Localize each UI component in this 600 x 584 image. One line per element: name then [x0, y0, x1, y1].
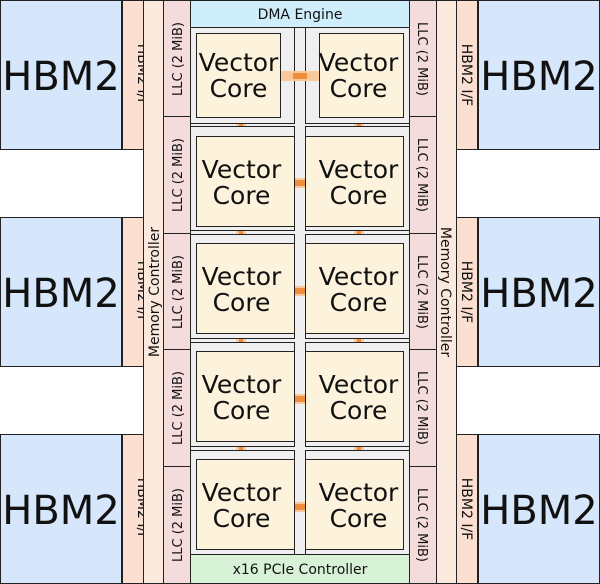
vector-core-label-line1: Vector — [202, 370, 282, 399]
vector-core: Vector Core — [319, 33, 404, 118]
vector-core-label-line1: Vector — [319, 262, 399, 291]
llc-left-2: LLC (2 MiB) — [163, 116, 191, 234]
llc-label: LLC (2 MiB) — [414, 138, 429, 212]
llc-left-3: LLC (2 MiB) — [163, 233, 191, 350]
hbm2-stack-right-2: HBM2 — [478, 217, 600, 367]
vector-core: Vector Core — [196, 351, 295, 442]
memory-controller-label: Memory Controller — [437, 227, 453, 357]
vector-core: Vector Core — [305, 459, 404, 550]
vector-core: Vector Core — [196, 459, 295, 550]
dma-engine-label: DMA Engine — [258, 7, 343, 23]
vector-core: Vector Core — [196, 136, 295, 227]
vector-core-label-line2: Core — [330, 74, 388, 103]
llc-right-1: LLC (2 MiB) — [409, 0, 437, 117]
hbm2-label: HBM2 — [480, 488, 597, 534]
llc-right-4: LLC (2 MiB) — [409, 349, 437, 467]
vector-core-label-line1: Vector — [202, 155, 282, 184]
llc-label: LLC (2 MiB) — [171, 488, 186, 562]
core-link-horizontal-center — [293, 288, 307, 294]
llc-label: LLC (2 MiB) — [414, 371, 429, 445]
memory-controller-label: Memory Controller — [147, 227, 163, 357]
dma-engine: DMA Engine — [190, 0, 410, 28]
core-row-3: Vector Core Vector Core — [190, 234, 410, 339]
llc-label: LLC (2 MiB) — [171, 138, 186, 212]
core-row-5: Vector Core Vector Core — [190, 450, 410, 555]
llc-label: LLC (2 MiB) — [414, 255, 429, 329]
vector-core-label-line1: Vector — [199, 48, 279, 77]
llc-label: LLC (2 MiB) — [171, 371, 186, 445]
core-row-2: Vector Core Vector Core — [190, 126, 410, 231]
vector-core-label-line2: Core — [210, 74, 268, 103]
core-row-1: Vector Core Vector Core — [190, 27, 410, 124]
hbm2-label: HBM2 — [480, 54, 597, 100]
vector-core: Vector Core — [305, 351, 404, 442]
llc-left-1: LLC (2 MiB) — [163, 0, 191, 117]
core-link-horizontal-center — [293, 180, 307, 186]
hbm2-interface-right-3: HBM2 I/F — [456, 434, 478, 584]
vector-core: Vector Core — [196, 243, 295, 334]
llc-right-5: LLC (2 MiB) — [409, 466, 437, 584]
core-link-horizontal-center — [293, 73, 307, 79]
hbm2-stack-left-3: HBM2 — [0, 434, 122, 584]
hbm2-stack-right-1: HBM2 — [478, 0, 600, 150]
llc-label: LLC (2 MiB) — [171, 22, 186, 96]
vector-core: Vector Core — [305, 136, 404, 227]
llc-label: LLC (2 MiB) — [414, 488, 429, 562]
hbm2-label: HBM2 — [480, 271, 597, 317]
hbm2-interface-right-2: HBM2 I/F — [456, 217, 478, 367]
llc-left-4: LLC (2 MiB) — [163, 349, 191, 467]
core-link-horizontal-center — [293, 504, 307, 510]
vector-core-label-line2: Core — [213, 504, 271, 533]
vector-core-label-line1: Vector — [202, 262, 282, 291]
vector-core-label-line2: Core — [213, 288, 271, 317]
hbm2-interface-right-1: HBM2 I/F — [456, 0, 478, 150]
hbm2-stack-left-2: HBM2 — [0, 217, 122, 367]
hbm2-stack-right-3: HBM2 — [478, 434, 600, 584]
vector-core-label-line2: Core — [213, 396, 271, 425]
vector-core-label-line1: Vector — [319, 155, 399, 184]
llc-right-3: LLC (2 MiB) — [409, 233, 437, 350]
llc-left-5: LLC (2 MiB) — [163, 466, 191, 584]
hbm2-stack-left-1: HBM2 — [0, 0, 122, 150]
vector-core-label-line1: Vector — [319, 478, 399, 507]
vector-core-label-line1: Vector — [319, 48, 399, 77]
hbm2-label: HBM2 — [2, 54, 119, 100]
vector-core-label-line2: Core — [213, 181, 271, 210]
vector-core-label-line2: Core — [330, 181, 388, 210]
vector-core-label-line2: Core — [330, 504, 388, 533]
hbm2-label: HBM2 — [2, 271, 119, 317]
core-row-4: Vector Core Vector Core — [190, 342, 410, 447]
vector-core: Vector Core — [305, 243, 404, 334]
vector-core-label-line1: Vector — [319, 370, 399, 399]
llc-label: LLC (2 MiB) — [414, 22, 429, 96]
hbm2-if-label: HBM2 I/F — [458, 261, 474, 323]
vector-core-grid: Vector Core Vector Core Vector Core Vect… — [190, 27, 410, 555]
vector-core: Vector Core — [196, 33, 281, 118]
hbm2-if-label: HBM2 I/F — [458, 478, 474, 540]
pcie-controller: x16 PCIe Controller — [190, 554, 410, 584]
vector-core-label-line1: Vector — [202, 478, 282, 507]
memory-controller-left: Memory Controller — [143, 0, 164, 584]
llc-right-2: LLC (2 MiB) — [409, 116, 437, 234]
vector-core-label-line2: Core — [330, 396, 388, 425]
vector-core-label-line2: Core — [330, 288, 388, 317]
hbm2-label: HBM2 — [2, 488, 119, 534]
hbm2-if-label: HBM2 I/F — [458, 44, 474, 106]
core-link-horizontal-center — [293, 396, 307, 402]
pcie-controller-label: x16 PCIe Controller — [233, 562, 368, 578]
llc-label: LLC (2 MiB) — [171, 255, 186, 329]
memory-controller-right: Memory Controller — [436, 0, 457, 584]
